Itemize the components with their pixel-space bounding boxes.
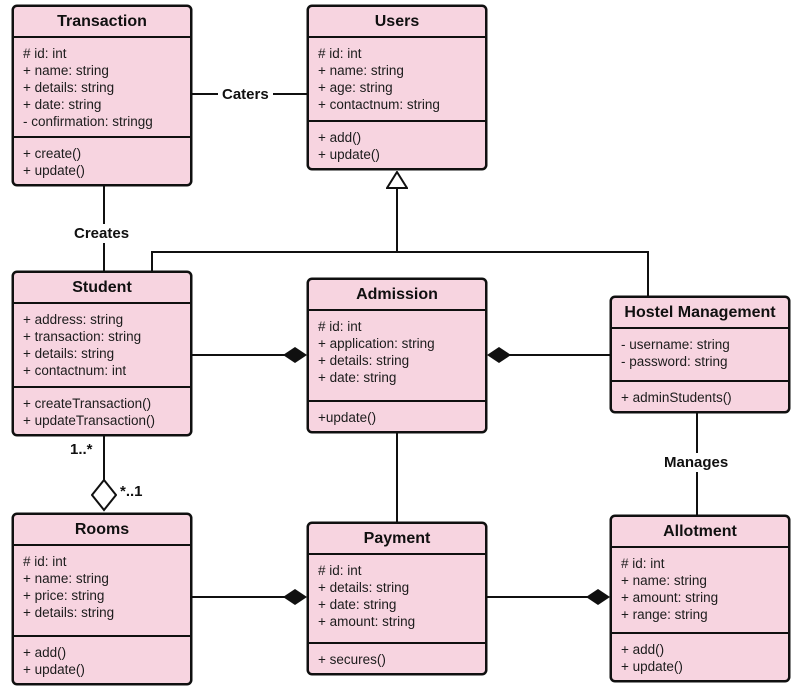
attribute: + range: string: [621, 607, 708, 622]
attribute: + date: string: [318, 370, 397, 385]
attribute: + details: string: [318, 353, 410, 368]
attribute: + transaction: string: [23, 329, 142, 344]
composition-line-student-admission: [192, 354, 285, 356]
class-title: Users: [374, 12, 420, 30]
aggregation-diamond-icon: [91, 479, 117, 512]
methods-section: + add() + update(): [612, 632, 788, 680]
class-title: Hostel Management: [624, 303, 776, 321]
method: + add(): [621, 642, 665, 657]
class-title: Student: [72, 278, 132, 296]
attributes-section: # id: int + name: string + amount: strin…: [612, 546, 788, 632]
composition-line-admission-hostel-management: [509, 354, 610, 356]
method: + create(): [23, 146, 82, 161]
generalization-line-to-hostel-management: [647, 251, 649, 296]
method: + update(): [621, 659, 683, 674]
method: + adminStudents(): [621, 390, 732, 405]
attribute: + details: string: [318, 580, 410, 595]
attribute: + price: string: [23, 588, 105, 603]
attribute: # id: int: [318, 319, 362, 334]
attribute: + details: string: [23, 605, 115, 620]
class-title: Payment: [363, 529, 431, 547]
attributes-section: + address: string + transaction: string …: [14, 302, 190, 386]
class-box-admission: Admission # id: int + application: strin…: [307, 278, 487, 433]
methods-section: + create() + update(): [14, 136, 190, 184]
class-title: Rooms: [74, 520, 130, 538]
attributes-section: - username: string - password: string: [612, 327, 788, 380]
composition-line-payment-allotment: [487, 596, 588, 598]
method: + update(): [318, 147, 380, 162]
attribute: # id: int: [621, 556, 665, 571]
class-box-rooms: Rooms # id: int + name: string + price: …: [12, 513, 192, 685]
attribute: + address: string: [23, 312, 124, 327]
attribute: - password: string: [621, 354, 728, 369]
methods-section: +update(): [309, 400, 485, 431]
composition-diamond-icon: [487, 347, 511, 363]
attributes-section: # id: int + details: string + date: stri…: [309, 553, 485, 642]
method: + add(): [318, 130, 362, 145]
attribute: + name: string: [23, 63, 109, 78]
method: + update(): [23, 662, 85, 677]
attribute: - username: string: [621, 337, 730, 352]
attribute: + amount: string: [621, 590, 719, 605]
method: +update(): [318, 410, 377, 425]
attributes-section: # id: int + name: string + details: stri…: [14, 36, 190, 136]
multiplicity-label-rooms-end: *..1: [120, 483, 143, 500]
generalization-triangle-icon: [386, 171, 408, 189]
attributes-section: # id: int + name: string + age: string +…: [309, 36, 485, 120]
attribute: + date: string: [318, 597, 397, 612]
class-box-users: Users # id: int + name: string + age: st…: [307, 5, 487, 170]
attribute: + name: string: [621, 573, 707, 588]
attribute: + name: string: [23, 571, 109, 586]
methods-section: + add() + update(): [14, 635, 190, 683]
aggregation-line-student-rooms: [103, 436, 105, 481]
attributes-section: # id: int + name: string + price: string…: [14, 544, 190, 635]
methods-section: + createTransaction() + updateTransactio…: [14, 386, 190, 434]
edge-label-creates: Creates: [70, 224, 134, 243]
composition-diamond-icon: [283, 347, 307, 363]
generalization-line-horizontal: [151, 251, 649, 253]
class-title: Allotment: [663, 522, 737, 540]
generalization-line-to-student: [151, 251, 153, 271]
method: + updateTransaction(): [23, 413, 155, 428]
methods-section: + secures(): [309, 642, 485, 673]
attribute: + date: string: [23, 97, 102, 112]
attribute: + details: string: [23, 80, 115, 95]
attribute: # id: int: [318, 46, 362, 61]
class-box-transaction: Transaction # id: int + name: string + d…: [12, 5, 192, 186]
class-box-allotment: Allotment # id: int + name: string + amo…: [610, 515, 790, 682]
attribute: - confirmation: stringg: [23, 114, 153, 129]
class-title: Admission: [356, 285, 438, 303]
attribute: + amount: string: [318, 614, 416, 629]
attribute: # id: int: [23, 46, 67, 61]
attribute: + details: string: [23, 346, 115, 361]
composition-diamond-icon: [586, 589, 610, 605]
class-box-student: Student + address: string + transaction:…: [12, 271, 192, 436]
edge-label-caters: Caters: [218, 85, 273, 104]
class-box-hostel-management: Hostel Management - username: string - p…: [610, 296, 790, 413]
method: + add(): [23, 645, 67, 660]
attributes-section: # id: int + application: string + detail…: [309, 309, 485, 400]
attribute: + age: string: [318, 80, 393, 95]
class-title: Transaction: [57, 12, 147, 30]
association-line-admission-payment: [396, 433, 398, 522]
attribute: + contactnum: int: [23, 363, 127, 378]
method: + update(): [23, 163, 85, 178]
edge-label-manages: Manages: [660, 453, 733, 472]
attribute: # id: int: [23, 554, 67, 569]
composition-diamond-icon: [283, 589, 307, 605]
methods-section: + add() + update(): [309, 120, 485, 168]
methods-section: + adminStudents(): [612, 380, 788, 411]
attribute: + application: string: [318, 336, 435, 351]
multiplicity-label-student-end: 1..*: [70, 441, 93, 458]
generalization-line-users-vertical: [396, 189, 398, 253]
method: + createTransaction(): [23, 396, 152, 411]
class-box-payment: Payment # id: int + details: string + da…: [307, 522, 487, 675]
attribute: + contactnum: string: [318, 97, 440, 112]
method: + secures(): [318, 652, 386, 667]
attribute: + name: string: [318, 63, 404, 78]
composition-line-rooms-payment: [192, 596, 285, 598]
attribute: # id: int: [318, 563, 362, 578]
